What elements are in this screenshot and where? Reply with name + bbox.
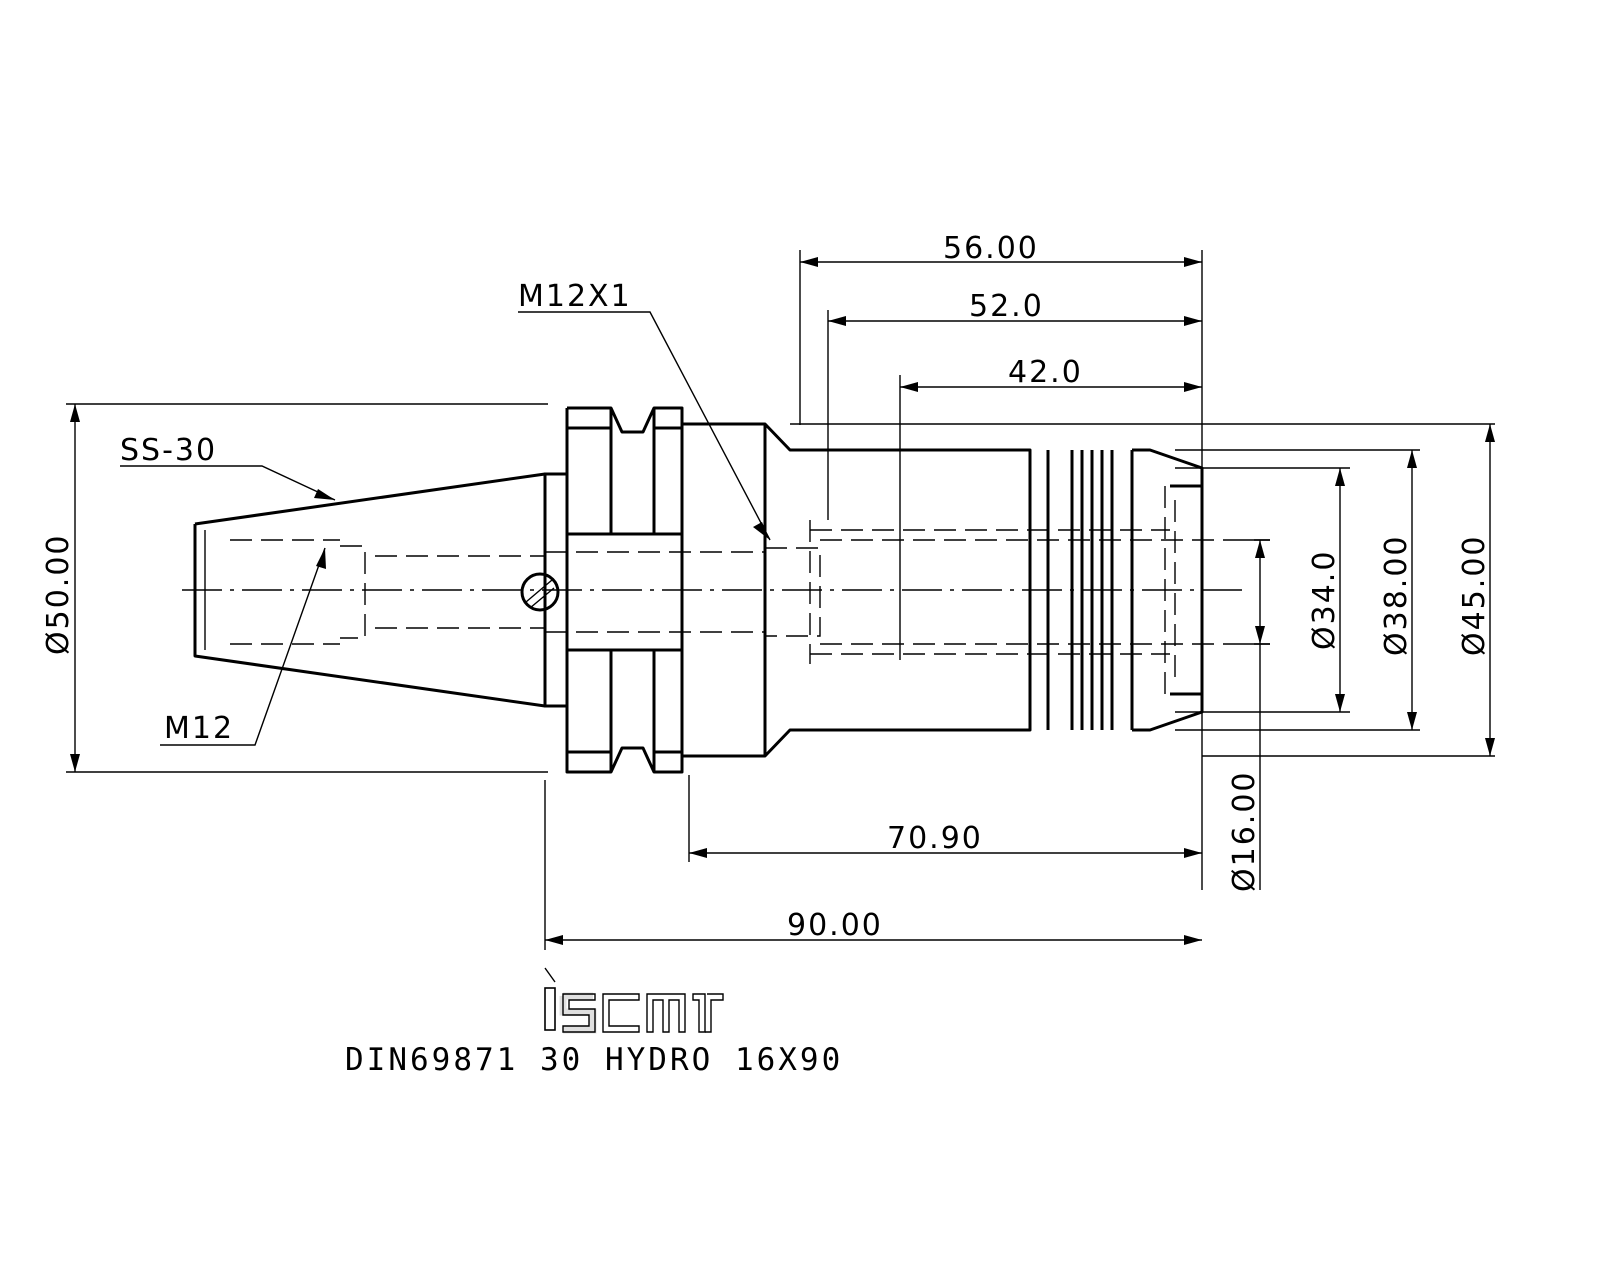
dimension-lines	[70, 257, 1495, 945]
dim-52: 52.0	[969, 289, 1044, 324]
label-taper: SS-30	[120, 433, 217, 468]
dim-dia-34: Ø34.0	[1307, 550, 1342, 650]
part-designation: DIN69871 30 HYDRO 16X90	[345, 1042, 844, 1078]
label-stop-screw-thread: M12X1	[518, 279, 632, 314]
extension-lines	[66, 250, 1495, 950]
label-inner-thread: M12	[164, 711, 234, 746]
iscar-logo	[544, 967, 724, 1034]
dim-dia-45: Ø45.00	[1457, 535, 1492, 657]
dim-dia-38: Ø38.00	[1379, 535, 1414, 657]
dim-90: 90.00	[787, 908, 883, 943]
dim-42: 42.0	[1008, 355, 1083, 390]
dim-dia-50: Ø50.00	[41, 534, 76, 656]
dim-dia-16: Ø16.00	[1227, 771, 1262, 893]
dim-56: 56.00	[943, 231, 1039, 266]
dim-70-90: 70.90	[887, 821, 983, 856]
leader-lines	[120, 311, 771, 746]
